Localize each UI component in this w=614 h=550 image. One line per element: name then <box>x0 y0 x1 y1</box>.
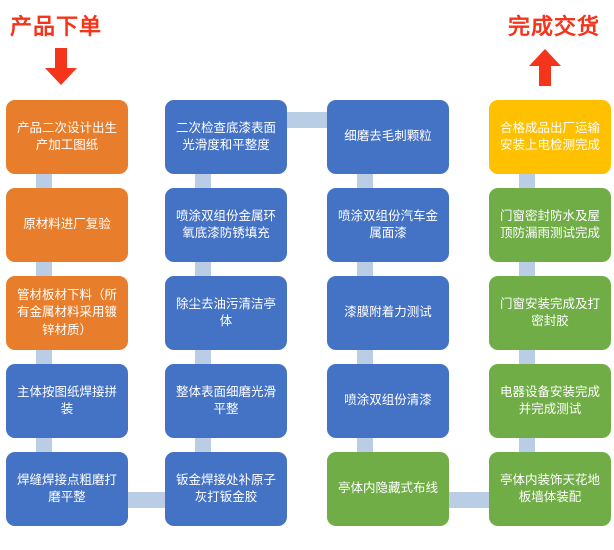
process-node[interactable]: 产品二次设计出生产加工图纸 <box>6 100 128 174</box>
process-node[interactable]: 二次检查底漆表面光滑度和平整度 <box>165 100 287 174</box>
process-node[interactable]: 门窗安装完成及打密封胶 <box>489 276 611 350</box>
connector-arrow <box>519 262 535 276</box>
connector-arrow <box>195 438 211 452</box>
process-node[interactable]: 除尘去油污清洁亭体 <box>165 276 287 350</box>
process-node[interactable]: 钣金焊接处补原子灰打钣金胶 <box>165 452 287 526</box>
connector-arrow <box>36 262 52 276</box>
process-node[interactable]: 门窗密封防水及屋顶防漏雨测试完成 <box>489 188 611 262</box>
start-stage-title: 产品下单 <box>10 14 103 39</box>
connector-arrow <box>357 438 373 452</box>
connector-arrow <box>519 438 535 452</box>
process-node[interactable]: 喷涂双组份汽车金属面漆 <box>327 188 449 262</box>
flow-column-4: 合格成品出厂运输安装上电检测完成 门窗密封防水及屋顶防漏雨测试完成 门窗安装完成… <box>489 100 611 526</box>
connector-arrow <box>36 350 52 364</box>
process-node[interactable]: 原材料进厂复验 <box>6 188 128 262</box>
connector-arrow <box>36 174 52 188</box>
process-node[interactable]: 细磨去毛刺颗粒 <box>327 100 449 174</box>
flow-column-2: 二次检查底漆表面光滑度和平整度 喷涂双组份金属环氧底漆防锈填充 除尘去油污清洁亭… <box>165 100 287 526</box>
arrow-up-icon <box>528 48 562 86</box>
cross-connector-col3-col4 <box>440 492 498 508</box>
connector-arrow <box>357 262 373 276</box>
flow-column-3: 细磨去毛刺颗粒 喷涂双组份汽车金属面漆 漆膜附着力测试 喷涂双组份清漆 亭体内隐… <box>327 100 449 526</box>
process-node[interactable]: 管材板材下料（所有金属材料采用镀锌材质） <box>6 276 128 350</box>
process-node[interactable]: 整体表面细磨光滑平整 <box>165 364 287 438</box>
process-node[interactable]: 主体按图纸焊接拼装 <box>6 364 128 438</box>
cross-connector-col2-col3 <box>278 112 336 128</box>
connector-arrow <box>357 350 373 364</box>
connector-arrow <box>357 174 373 188</box>
connector-arrow <box>519 174 535 188</box>
process-node[interactable]: 焊缝焊接点粗磨打磨平整 <box>6 452 128 526</box>
process-node[interactable]: 亭体内隐藏式布线 <box>327 452 449 526</box>
process-node[interactable]: 合格成品出厂运输安装上电检测完成 <box>489 100 611 174</box>
process-node[interactable]: 漆膜附着力测试 <box>327 276 449 350</box>
flow-column-1: 产品二次设计出生产加工图纸 原材料进厂复验 管材板材下料（所有金属材料采用镀锌材… <box>6 100 128 526</box>
connector-arrow <box>195 174 211 188</box>
connector-arrow <box>195 350 211 364</box>
cross-connector-col1-col2 <box>116 492 174 508</box>
end-stage-title: 完成交货 <box>507 14 600 39</box>
arrow-down-icon <box>44 48 78 86</box>
connector-arrow <box>36 438 52 452</box>
connector-arrow <box>195 262 211 276</box>
process-node[interactable]: 亭体内装饰天花地板墙体装配 <box>489 452 611 526</box>
connector-arrow <box>519 350 535 364</box>
process-node[interactable]: 喷涂双组份清漆 <box>327 364 449 438</box>
process-node[interactable]: 喷涂双组份金属环氧底漆防锈填充 <box>165 188 287 262</box>
process-node[interactable]: 电器设备安装完成并完成测试 <box>489 364 611 438</box>
